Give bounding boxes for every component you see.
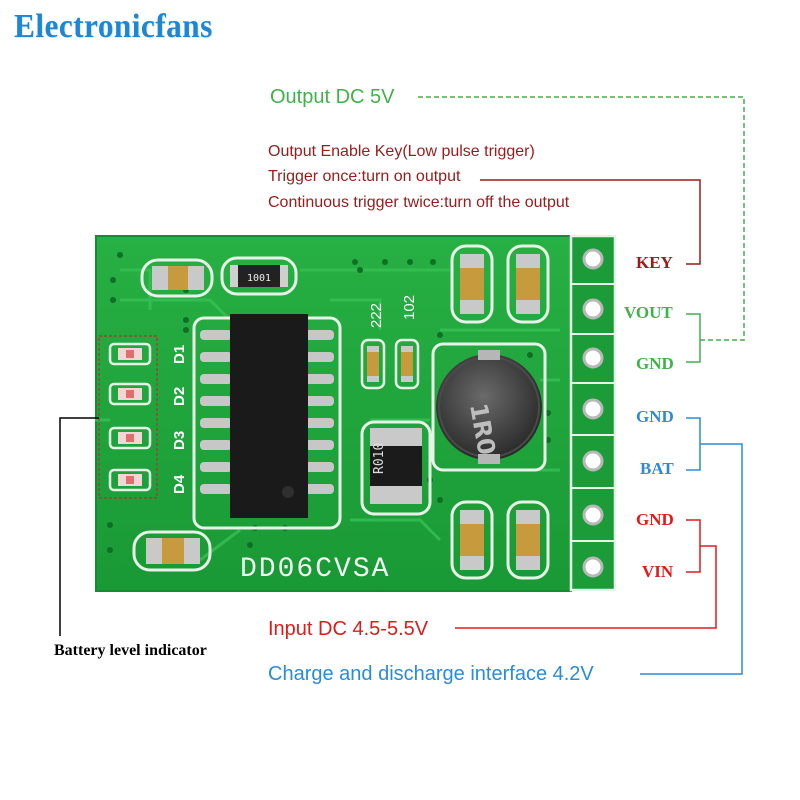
ic-chip: [192, 314, 342, 530]
led-label-d4: D4: [171, 474, 188, 494]
annotation-input-dc: Input DC 4.5-5.5V: [268, 618, 429, 640]
model-label: DD06CVSA: [240, 554, 390, 585]
capacitors-top-right: [450, 244, 550, 324]
capacitor-bottom-left: [132, 530, 212, 572]
resistor-1001: 1001: [220, 256, 298, 296]
led-label-d3: D3: [171, 431, 188, 450]
resistor-r010-label: R010: [372, 443, 387, 474]
annotation-charge-interface: Charge and discharge interface 4.2V: [268, 663, 594, 685]
led-group: D1 D2 D3 D4: [98, 335, 188, 499]
led-label-d2: D2: [171, 387, 188, 406]
annotation-key-line1: Output Enable Key(Low pulse trigger): [268, 143, 535, 160]
pin-label-gnd-1: GND: [636, 354, 674, 373]
leader-lines: [59, 96, 745, 675]
capacitors-bottom-right: [450, 500, 550, 580]
pin-label-gnd-3: GND: [636, 510, 674, 529]
capacitor-top-left: [140, 258, 214, 298]
resistor-1001-label: 1001: [247, 273, 271, 284]
small-capacitors: 222 102: [360, 295, 420, 390]
annotation-key-line3: Continuous trigger twice:turn off the ou…: [268, 194, 570, 211]
pin-label-vout: VOUT: [624, 303, 673, 322]
pin-label-vin: VIN: [642, 562, 674, 581]
pin-label-gnd-2: GND: [636, 407, 674, 426]
brand-logo: Electronicfans: [14, 8, 213, 45]
resistor-r010: R010: [360, 420, 432, 516]
cap-102-label: 102: [401, 295, 418, 320]
annotation-key-line2: Trigger once:turn on output: [268, 168, 461, 185]
pin-label-bat: BAT: [640, 459, 674, 478]
led-label-d1: D1: [171, 345, 188, 364]
cap-222-label: 222: [368, 303, 385, 328]
pin-label-key: KEY: [636, 253, 673, 272]
inductor: 1R0: [431, 342, 547, 472]
annotation-battery-indicator: Battery level indicator: [54, 642, 207, 659]
pin-header: [569, 234, 617, 592]
annotation-output-dc: Output DC 5V: [270, 86, 395, 108]
